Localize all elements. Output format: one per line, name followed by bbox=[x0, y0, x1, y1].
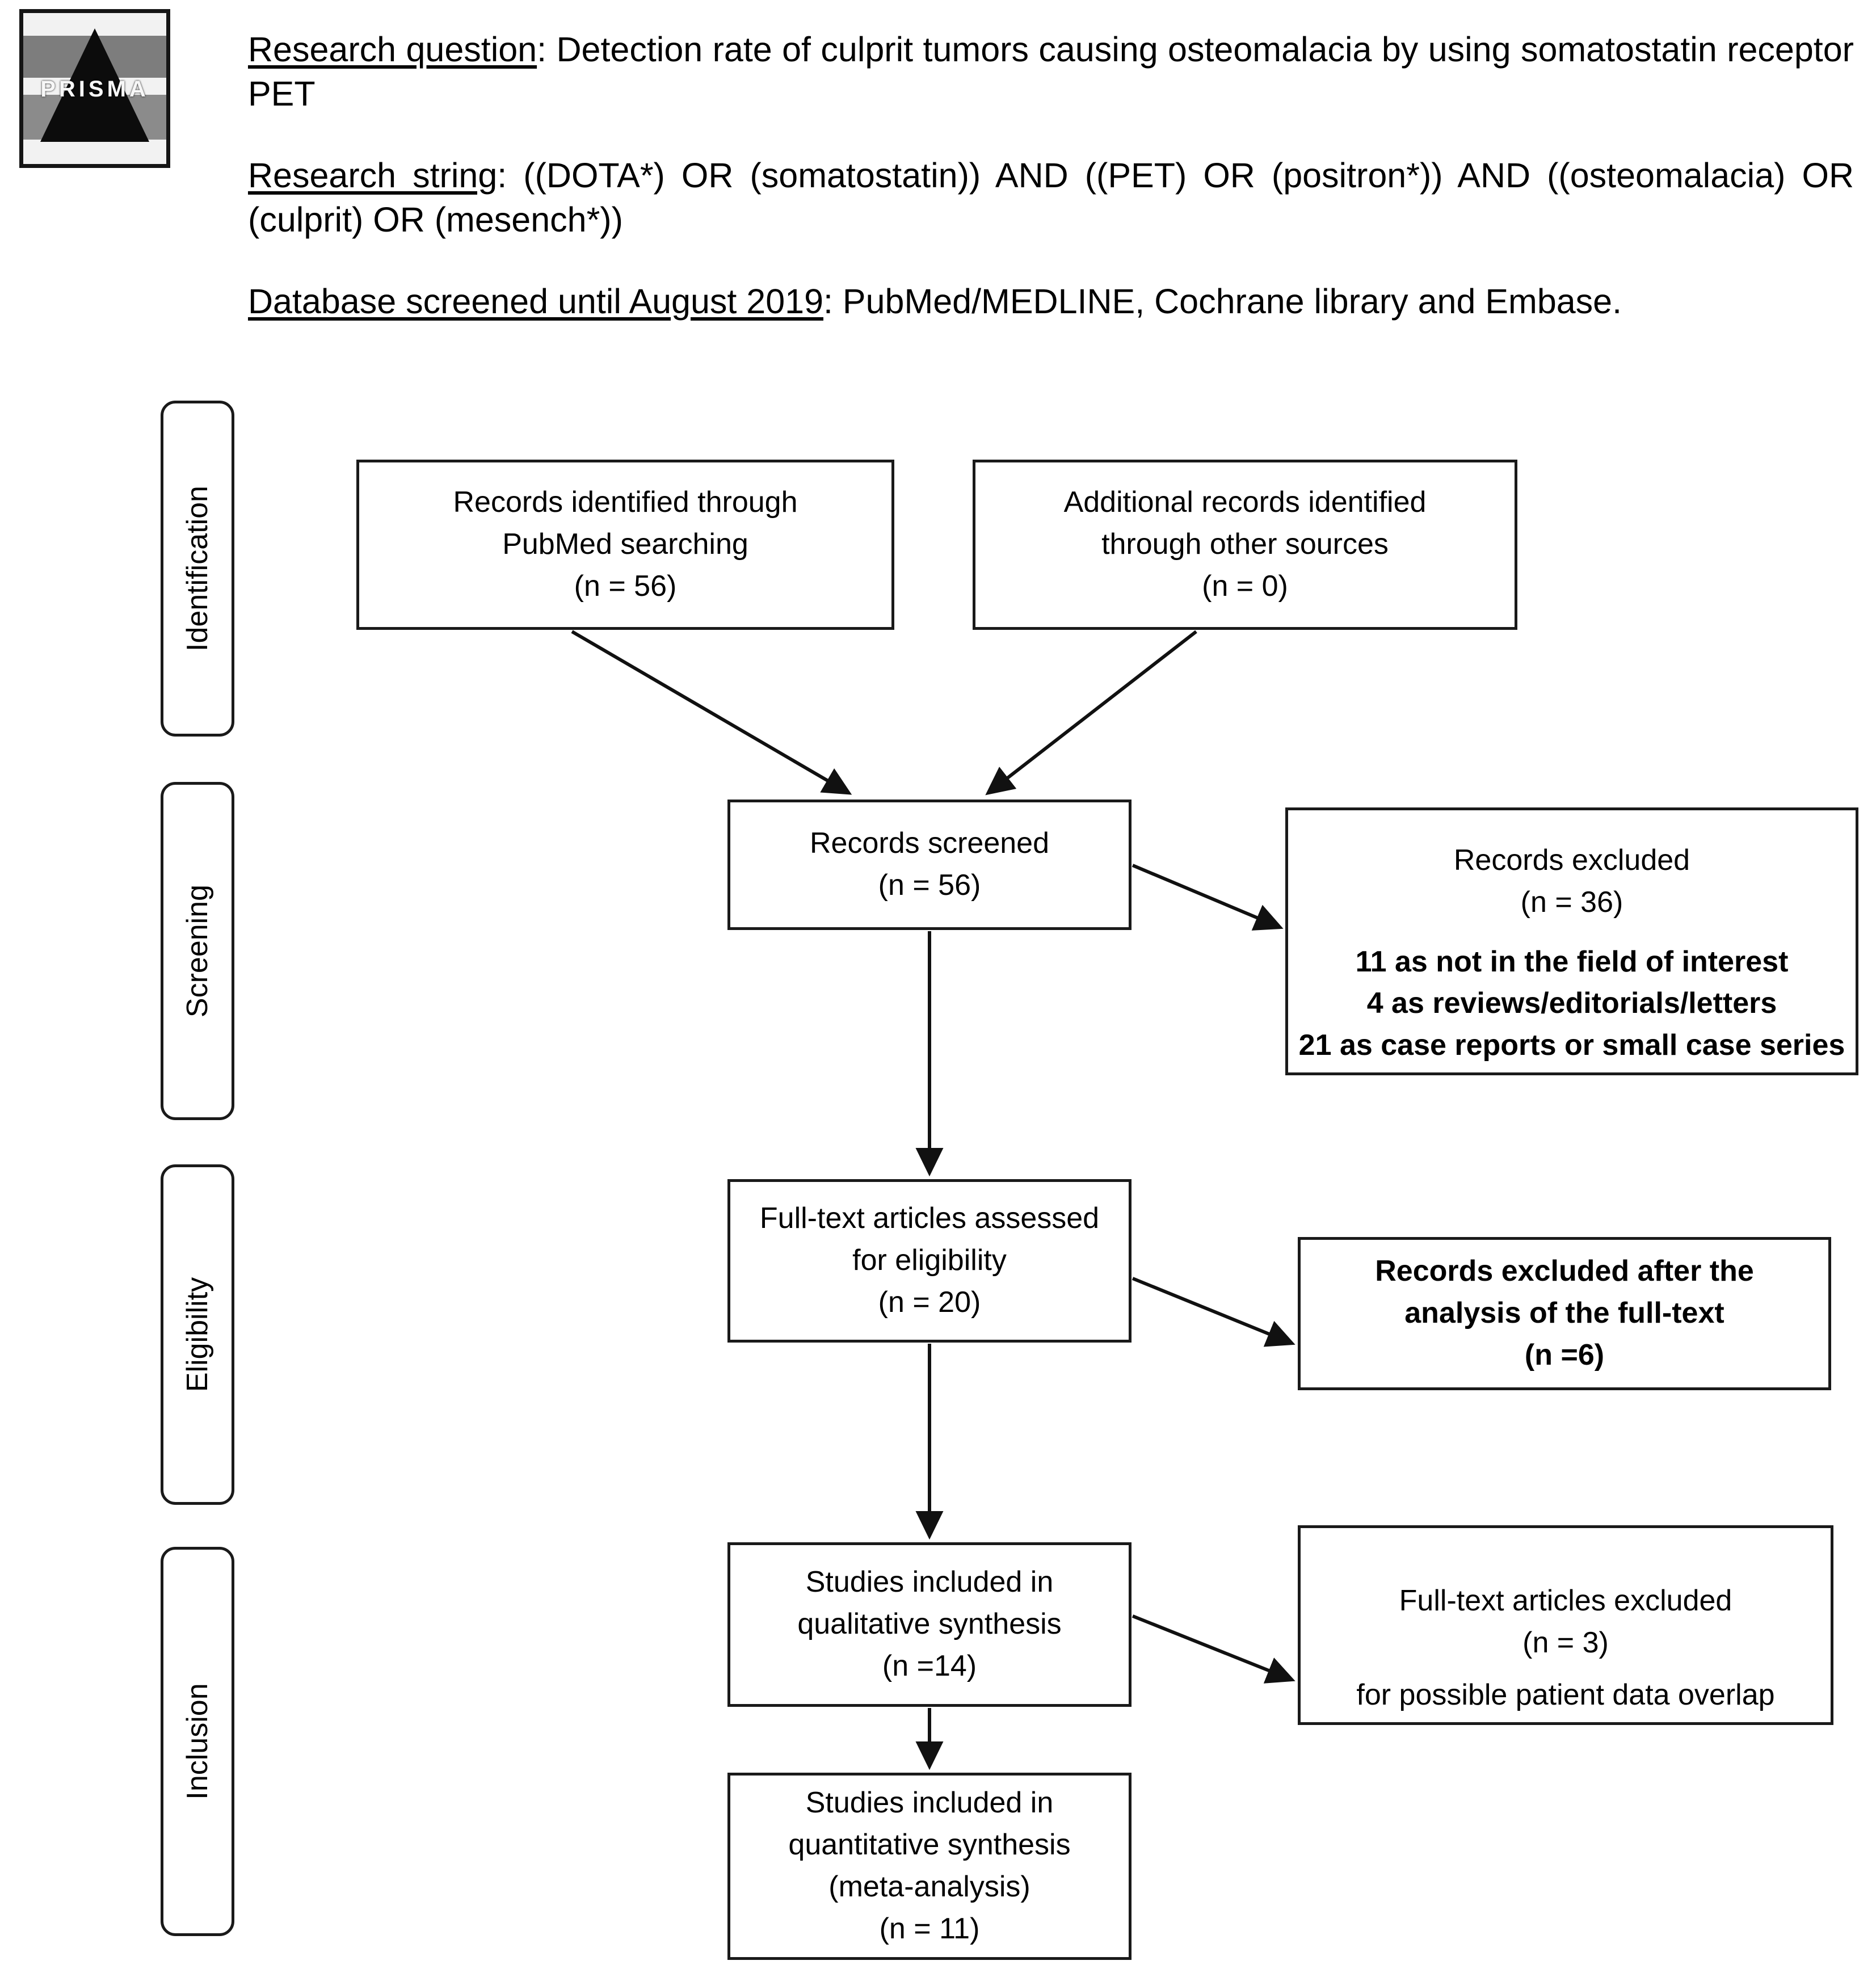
stage-label-eligibility: Eligibility bbox=[161, 1164, 234, 1505]
stage-label-inclusion-text: Inclusion bbox=[181, 1683, 214, 1800]
box-records-identified-pubmed: Records identified through PubMed search… bbox=[356, 460, 894, 630]
box-other-line2: through other sources bbox=[1101, 528, 1389, 561]
box-quantitative-line3: (meta-analysis) bbox=[828, 1870, 1030, 1903]
box-studies-included-qualitative: Studies included in qualitative synthesi… bbox=[727, 1542, 1132, 1707]
box-fulltext-line1: Full-text articles assessed bbox=[759, 1202, 1100, 1235]
logo-wordmark: PRISMA bbox=[40, 76, 149, 102]
box-excluded2-line1: Records excluded after the bbox=[1375, 1255, 1754, 1288]
research-string-label: Research string bbox=[248, 156, 498, 195]
stage-label-identification: Identification bbox=[161, 401, 234, 737]
box-records-excluded-screening: Records excluded (n = 36) 11 as not in t… bbox=[1285, 807, 1858, 1075]
box-excluded3-reason-1: for possible patient data overlap bbox=[1356, 1678, 1775, 1712]
stage-label-eligibility-text: Eligibility bbox=[181, 1277, 214, 1392]
box-excluded2-count: (n =6) bbox=[1524, 1338, 1605, 1371]
arrow-fulltext-to-excluded bbox=[1132, 1277, 1295, 1347]
database-screened-text: : PubMed/MEDLINE, Cochrane library and E… bbox=[823, 282, 1622, 321]
stage-label-inclusion: Inclusion bbox=[161, 1547, 234, 1936]
box-excluded1-count: (n = 36) bbox=[1520, 885, 1623, 919]
box-excluded1-reason-3: 21 as case reports or small case series bbox=[1298, 1029, 1845, 1062]
arrow-pubmed-to-screened bbox=[571, 630, 852, 795]
database-screened-line: Database screened until August 2019: Pub… bbox=[248, 279, 1854, 323]
stage-label-screening-text: Screening bbox=[181, 884, 214, 1018]
stage-label-identification-text: Identification bbox=[181, 486, 214, 651]
box-excluded1-reason-2: 4 as reviews/editorials/letters bbox=[1366, 987, 1777, 1020]
box-screened-line1: Records screened bbox=[810, 827, 1049, 860]
box-fulltext-line2: for eligibility bbox=[852, 1244, 1007, 1277]
research-string-text: : ((DOTA*) OR (somatostatin)) AND ((PET)… bbox=[248, 156, 1854, 239]
box-other-line1: Additional records identified bbox=[1063, 486, 1427, 519]
arrow-screened-to-excluded bbox=[1132, 864, 1284, 931]
box-studies-included-quantitative: Studies included in quantitative synthes… bbox=[727, 1773, 1132, 1960]
research-question-label: Research question bbox=[248, 30, 537, 69]
arrow-qualitative-to-excluded bbox=[1132, 1614, 1295, 1684]
arrow-other-to-screened bbox=[985, 630, 1197, 796]
box-excluded3-count: (n = 3) bbox=[1522, 1626, 1609, 1659]
research-question-text: : Detection rate of culprit tumors causi… bbox=[248, 30, 1854, 113]
box-pubmed-line1: Records identified through bbox=[453, 486, 798, 519]
box-quantitative-line2: quantitative synthesis bbox=[788, 1828, 1071, 1862]
box-excluded1-reason-1: 11 as not in the field of interest bbox=[1355, 945, 1789, 978]
box-qualitative-line1: Studies included in bbox=[805, 1566, 1054, 1599]
box-records-screened: Records screened (n = 56) bbox=[727, 800, 1132, 930]
box-screened-count: (n = 56) bbox=[878, 869, 981, 902]
box-other-count: (n = 0) bbox=[1202, 569, 1288, 603]
research-string-line: Research string: ((DOTA*) OR (somatostat… bbox=[248, 153, 1854, 242]
box-excluded2-line2: analysis of the full-text bbox=[1404, 1297, 1724, 1330]
box-qualitative-line2: qualitative synthesis bbox=[797, 1608, 1062, 1641]
box-qualitative-count: (n =14) bbox=[882, 1649, 977, 1682]
database-screened-label: Database screened until August 2019 bbox=[248, 282, 824, 321]
research-question-line: Research question: Detection rate of cul… bbox=[248, 27, 1854, 116]
box-pubmed-count: (n = 56) bbox=[574, 569, 677, 603]
box-records-excluded-fulltext: Records excluded after the analysis of t… bbox=[1298, 1237, 1831, 1390]
prisma-logo: PRISMA bbox=[19, 9, 170, 168]
box-fulltext-articles-assessed: Full-text articles assessed for eligibil… bbox=[727, 1179, 1132, 1343]
stage-label-screening: Screening bbox=[161, 782, 234, 1120]
box-excluded1-line1: Records excluded bbox=[1453, 844, 1690, 877]
box-additional-records-other-sources: Additional records identified through ot… bbox=[973, 460, 1517, 630]
box-excluded3-line1: Full-text articles excluded bbox=[1399, 1584, 1732, 1617]
box-quantitative-line1: Studies included in bbox=[805, 1786, 1054, 1820]
box-pubmed-line2: PubMed searching bbox=[502, 528, 748, 561]
box-fulltext-count: (n = 20) bbox=[878, 1285, 981, 1319]
pyramid-icon bbox=[40, 28, 149, 142]
box-fulltext-articles-excluded-overlap: Full-text articles excluded (n = 3) for … bbox=[1298, 1525, 1833, 1725]
box-quantitative-count: (n = 11) bbox=[879, 1912, 980, 1945]
